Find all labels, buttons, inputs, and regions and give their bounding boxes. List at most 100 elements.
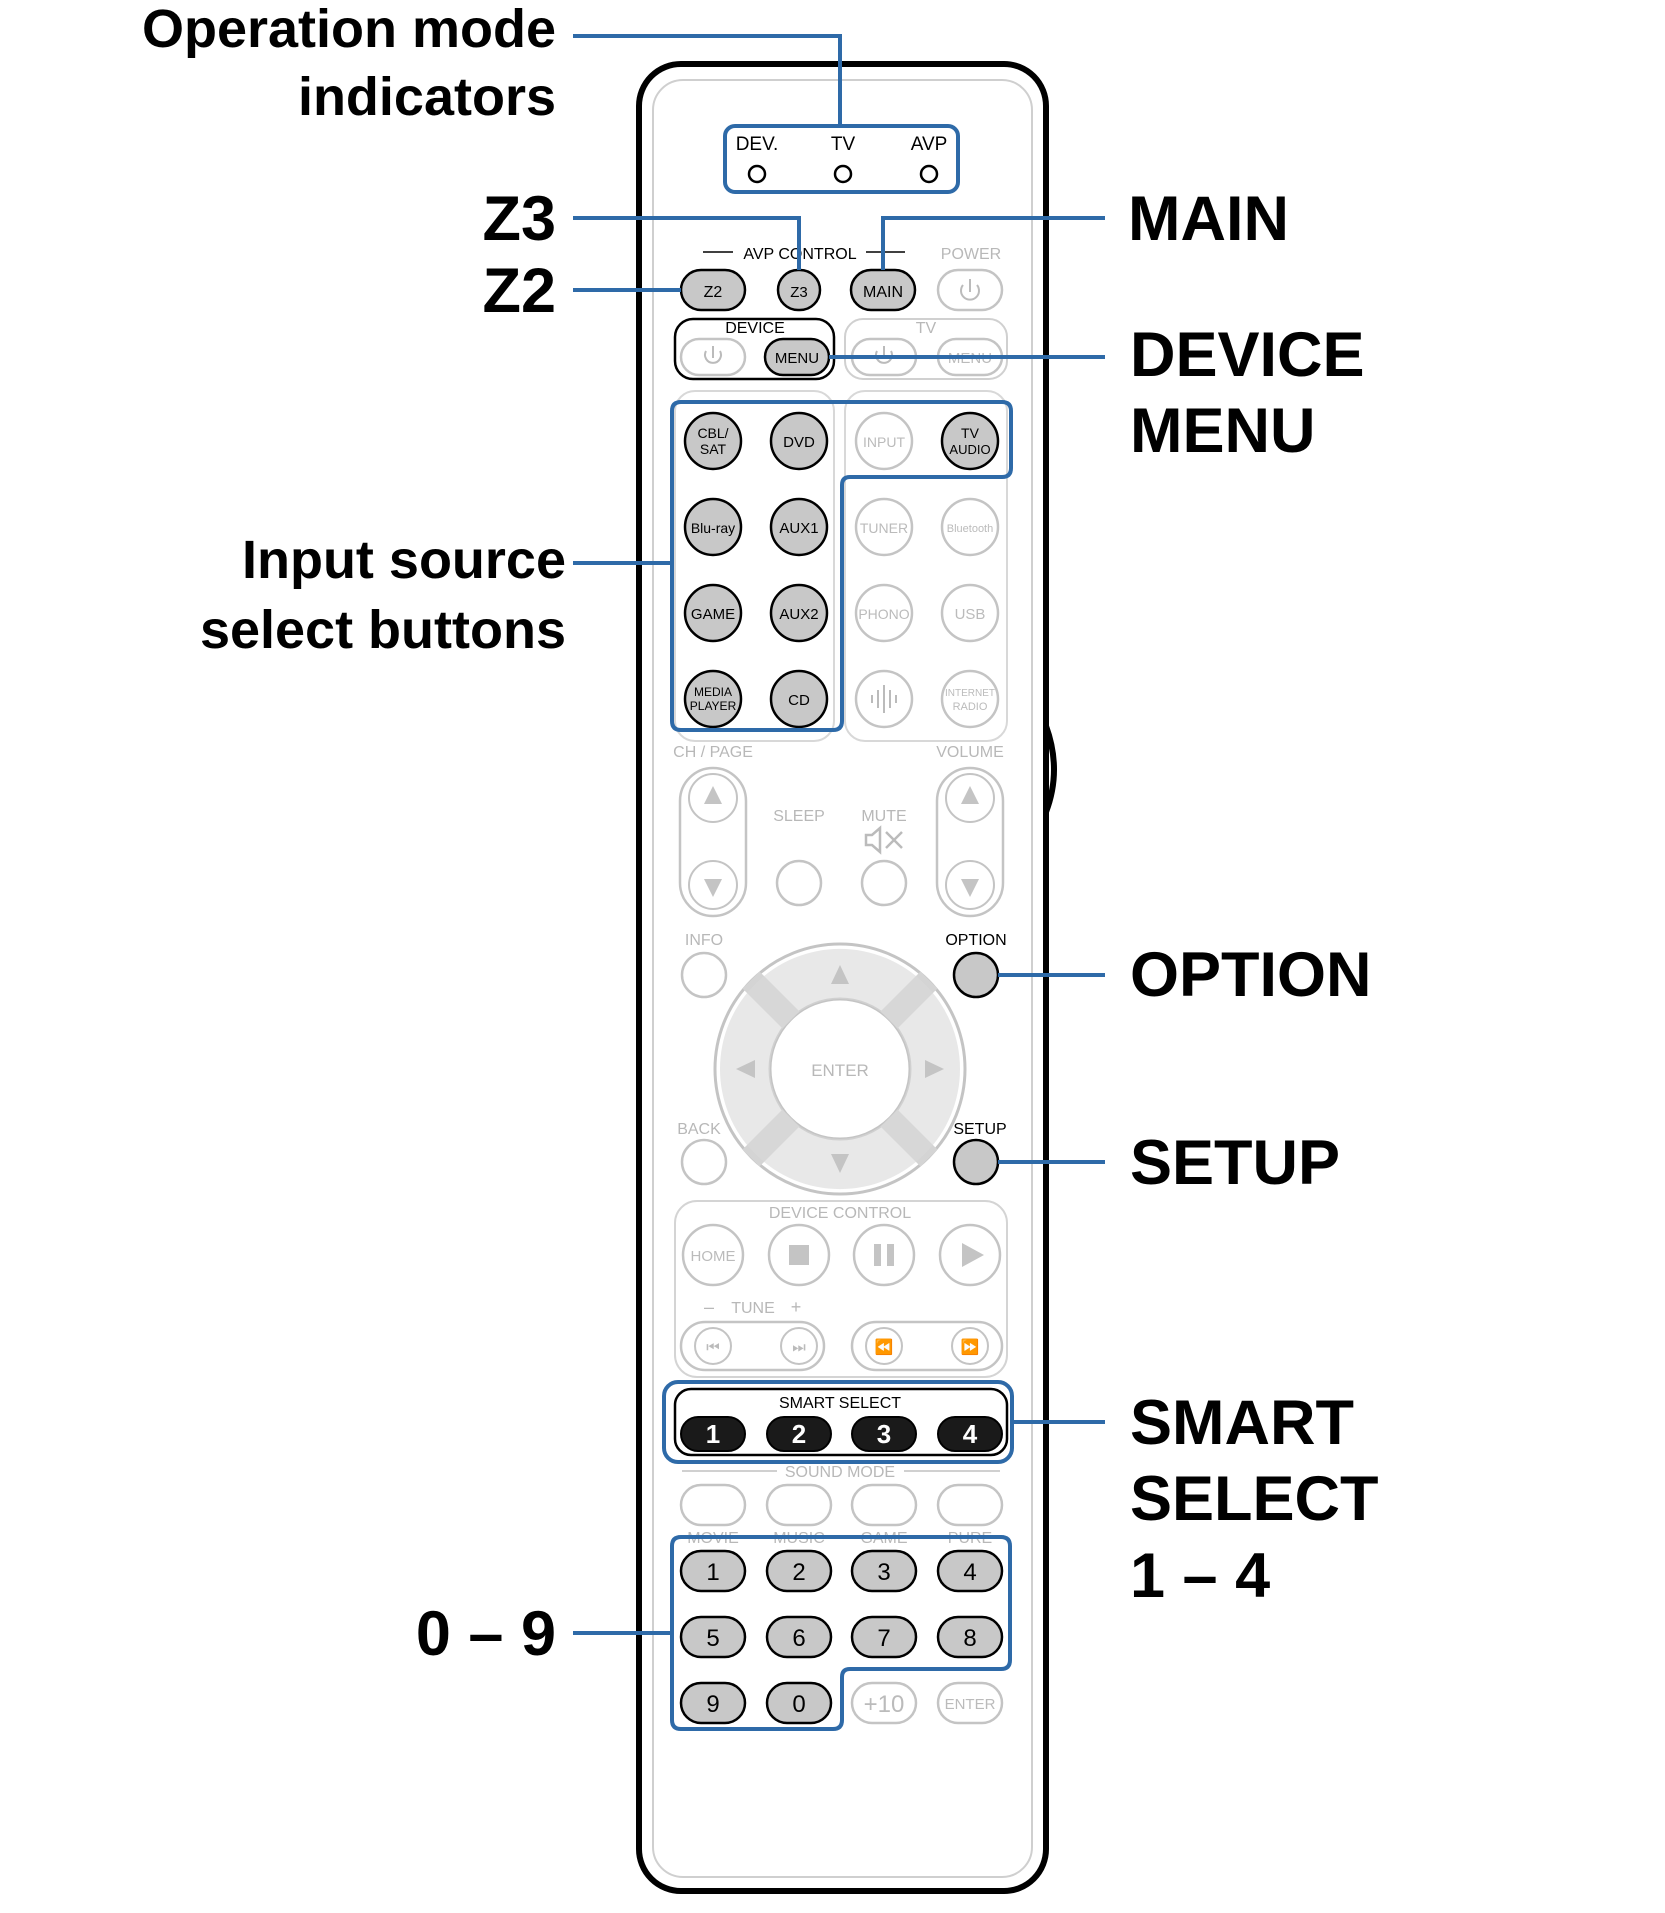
digit-4-button[interactable]: 4: [936, 1549, 1004, 1593]
input-button[interactable]: INPUT: [854, 411, 914, 471]
digit-5-button[interactable]: 5: [679, 1615, 747, 1659]
callout-labels: Operation mode indicators Z3 Z2 MAIN DEV…: [142, 0, 1379, 1669]
stop-icon: [789, 1245, 809, 1265]
main-leader: [881, 216, 1105, 270]
enter-button[interactable]: ENTER: [776, 1005, 904, 1133]
device-control-section: DEVICE CONTROL HOME – TUNE + ⏮: [674, 1200, 1008, 1378]
svg-text:GAME: GAME: [691, 606, 735, 623]
triangle-down-icon: [704, 879, 722, 897]
sleep-button[interactable]: [775, 859, 823, 907]
digit-2-button[interactable]: 2: [765, 1549, 833, 1593]
heos-button[interactable]: [854, 669, 914, 729]
digit-9-button[interactable]: 9: [679, 1681, 747, 1725]
fast-forward-button[interactable]: ⏩: [951, 1327, 989, 1365]
digit-0-button[interactable]: 0: [765, 1681, 833, 1725]
svg-text:RADIO: RADIO: [953, 701, 988, 713]
dvd-button[interactable]: DVD: [769, 411, 829, 471]
digit-7-button[interactable]: 7: [850, 1615, 918, 1659]
triangle-down-icon: [961, 879, 979, 897]
home-button[interactable]: HOME: [681, 1223, 745, 1287]
smart-select-2-button[interactable]: 2: [766, 1416, 832, 1452]
main-button[interactable]: MAIN: [849, 268, 917, 312]
number-keys-highlight: [670, 1535, 1012, 1731]
svg-text:6: 6: [792, 1625, 805, 1652]
z2-button[interactable]: Z2: [679, 268, 747, 312]
channel-volume-section: CH / PAGE VOLUME SLEEP MUTE: [673, 744, 1005, 918]
option-button[interactable]: [952, 951, 1000, 999]
svg-text:MAIN: MAIN: [863, 284, 903, 301]
ch-page-label: CH / PAGE: [673, 744, 753, 761]
digit-6-button[interactable]: 6: [765, 1615, 833, 1659]
smart-select-3-button[interactable]: 3: [851, 1416, 917, 1452]
smart-select-4-button[interactable]: 4: [937, 1416, 1003, 1452]
svg-text:Blu-ray: Blu-ray: [691, 520, 735, 536]
game-button[interactable]: GAME: [683, 583, 743, 643]
input-source-buttons-right: INPUT TV AUDIO TUNER Bluetooth PHONO USB: [854, 411, 1000, 729]
svg-text:TV: TV: [961, 425, 980, 441]
tv-label: TV: [916, 320, 937, 337]
volume-down-button[interactable]: [945, 860, 995, 910]
svg-text:PLAYER: PLAYER: [690, 699, 737, 713]
tune-plus-label: +: [791, 1297, 802, 1317]
mute-button[interactable]: [860, 859, 908, 907]
tune-label: TUNE: [731, 1300, 775, 1317]
tv-audio-button[interactable]: TV AUDIO: [940, 411, 1000, 471]
volume-up-button[interactable]: [945, 773, 995, 823]
game-mode-button[interactable]: [850, 1483, 918, 1527]
digit-3-button[interactable]: 3: [850, 1549, 918, 1593]
input-source-callout-1: Input source: [242, 530, 566, 590]
z3-leader: [573, 216, 801, 270]
svg-text:CBL/: CBL/: [697, 425, 728, 441]
usb-button[interactable]: USB: [940, 583, 1000, 643]
bluetooth-button[interactable]: Bluetooth: [940, 497, 1000, 557]
enter-small-button[interactable]: ENTER: [936, 1681, 1004, 1725]
pure-button[interactable]: [936, 1483, 1004, 1527]
device-menu-button[interactable]: MENU: [763, 337, 831, 377]
smart-select-callout-1: SMART: [1130, 1388, 1354, 1458]
pause-button[interactable]: [852, 1223, 916, 1287]
indicator-avp-led: [919, 164, 939, 184]
info-button[interactable]: [680, 951, 728, 999]
ch-page-up-button[interactable]: [688, 773, 738, 823]
phono-button[interactable]: PHONO: [854, 583, 914, 643]
svg-text:4: 4: [963, 1559, 976, 1586]
digit-8-button[interactable]: 8: [936, 1615, 1004, 1659]
svg-text:2: 2: [792, 1419, 806, 1449]
smart-select-callout-3: 1 – 4: [1130, 1541, 1270, 1611]
skip-forward-button[interactable]: ⏭: [780, 1327, 818, 1365]
sound-mode-label: SOUND MODE: [785, 1464, 895, 1481]
setup-callout: SETUP: [1130, 1128, 1340, 1198]
bluray-button[interactable]: Blu-ray: [683, 497, 743, 557]
z3-button[interactable]: Z3: [776, 268, 822, 312]
plus10-button[interactable]: +10: [850, 1681, 918, 1725]
movie-button[interactable]: [679, 1483, 747, 1527]
power-button[interactable]: [936, 268, 1004, 312]
sound-mode-section: SOUND MODE MOVIE MUSIC GAME PURE: [679, 1464, 1004, 1547]
device-power-button[interactable]: [679, 337, 747, 377]
svg-text:MENU: MENU: [775, 350, 819, 367]
rewind-button[interactable]: ⏪: [865, 1327, 903, 1365]
svg-text:4: 4: [963, 1419, 978, 1449]
ch-page-down-button[interactable]: [688, 860, 738, 910]
music-button[interactable]: [765, 1483, 833, 1527]
avp-control-row: AVP CONTROL POWER Z2 Z3 MAIN: [679, 246, 1004, 312]
internet-radio-button[interactable]: INTERNET RADIO: [940, 669, 1000, 729]
media-player-button[interactable]: MEDIA PLAYER: [683, 669, 743, 729]
smart-select-section: SMART SELECT 1 2 3 4: [673, 1387, 1009, 1457]
svg-text:HOME: HOME: [691, 1248, 736, 1265]
cd-button[interactable]: CD: [769, 669, 829, 729]
digit-1-button[interactable]: 1: [679, 1549, 747, 1593]
smart-select-1-button[interactable]: 1: [680, 1416, 746, 1452]
svg-text:AUX2: AUX2: [779, 606, 818, 623]
play-button[interactable]: [938, 1223, 1002, 1287]
tuner-button[interactable]: TUNER: [854, 497, 914, 557]
skip-back-button[interactable]: ⏮: [694, 1327, 732, 1365]
stop-button[interactable]: [767, 1223, 831, 1287]
back-button[interactable]: [680, 1138, 728, 1186]
setup-button[interactable]: [952, 1138, 1000, 1186]
aux1-button[interactable]: AUX1: [769, 497, 829, 557]
indicator-dev-led: [747, 164, 767, 184]
aux2-button[interactable]: AUX2: [769, 583, 829, 643]
cbl-sat-button[interactable]: CBL/ SAT: [683, 411, 743, 471]
mute-icon: [864, 825, 903, 855]
